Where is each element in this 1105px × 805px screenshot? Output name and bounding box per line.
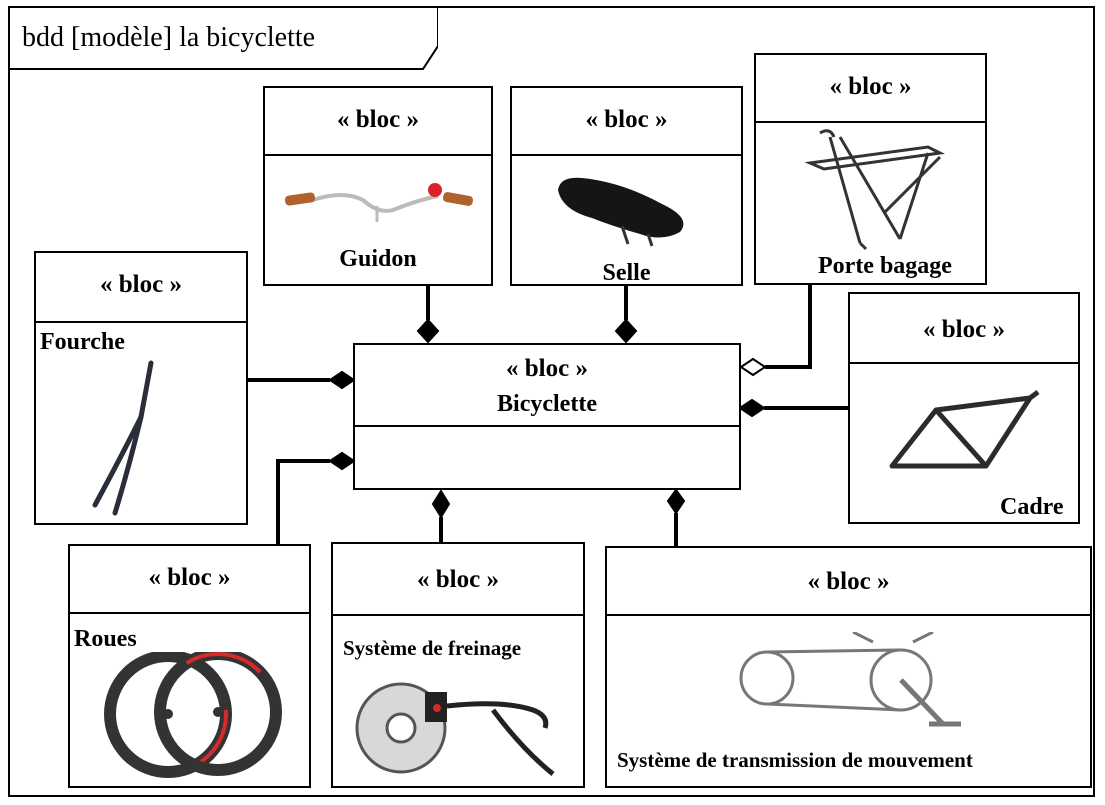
composition-diamond-transmission: [666, 488, 686, 515]
block-transmission-name: Système de transmission de mouvement: [617, 748, 973, 772]
block-transmission: « bloc » Système de transmission de mouv…: [605, 546, 1092, 788]
block-cadre-header: [850, 294, 1078, 364]
composition-diamond-roues: [328, 451, 356, 471]
composition-diamond-freinage: [431, 489, 451, 519]
composition-diamond-guidon: [416, 318, 440, 344]
stereotype-label: « bloc »: [100, 271, 182, 298]
block-roues-name: Roues: [74, 626, 137, 652]
stereotype-label: « bloc »: [807, 568, 890, 595]
stereotype-label: « bloc »: [417, 566, 499, 593]
diagram-frame: [8, 6, 1095, 797]
brake-system-image: [355, 682, 555, 776]
stereotype-label: « bloc »: [506, 355, 588, 382]
aggregation-diamond-porte-bagage: [739, 357, 767, 377]
frame-label: bdd [modèle] la bicyclette: [8, 6, 438, 70]
stereotype-label: « bloc »: [829, 73, 912, 100]
wheels-image: [104, 652, 282, 778]
block-bicyclette-header: [355, 345, 739, 427]
composition-diamond-cadre: [738, 398, 766, 418]
block-freinage-name: Système de freinage: [343, 636, 522, 660]
block-guidon-name: Guidon: [339, 246, 417, 272]
stereotype-label: « bloc »: [337, 106, 419, 133]
block-transmission-header: [607, 548, 1090, 616]
saddle-image: [558, 177, 684, 247]
block-cadre-name: Cadre: [1000, 494, 1064, 520]
frame-label-tab: [8, 6, 438, 70]
block-fourche-name: Fourche: [40, 329, 125, 355]
block-porte-bagage-name: Porte bagage: [818, 253, 952, 279]
composition-diamond-fourche: [328, 370, 356, 390]
frame-image: [889, 390, 1040, 469]
block-selle-name: Selle: [602, 260, 651, 286]
stereotype-label: « bloc »: [923, 316, 1005, 343]
block-selle-header: [512, 88, 741, 156]
block-roues-header: [70, 546, 309, 614]
block-roues: « bloc » Roues: [68, 544, 311, 788]
block-bicyclette-name: Bicyclette: [497, 391, 597, 417]
block-porte-bagage: « bloc » Porte bagage: [754, 53, 987, 285]
link-porte-bagage: [765, 285, 812, 369]
fork-image: [92, 360, 154, 516]
drivetrain-image: [739, 632, 961, 727]
diagram-title: bdd [modèle] la bicyclette: [22, 22, 316, 53]
block-guidon-header: [265, 88, 491, 156]
block-freinage: « bloc » Système de freinage: [331, 542, 585, 788]
handlebar-image: [284, 183, 474, 222]
block-selle: « bloc » Selle: [510, 86, 743, 286]
link-roues: [276, 459, 330, 545]
block-guidon: « bloc » Guidon: [263, 86, 493, 286]
block-porte-bagage-header: [756, 55, 985, 123]
block-cadre: « bloc » Cadre: [848, 292, 1080, 524]
block-freinage-header: [333, 544, 583, 616]
composition-diamond-selle: [614, 318, 638, 344]
stereotype-label: « bloc »: [148, 564, 231, 591]
luggage-rack-image: [804, 129, 946, 251]
block-bicyclette: « bloc » Bicyclette: [353, 343, 741, 490]
block-fourche: « bloc » Fourche: [34, 251, 248, 525]
block-fourche-header: [36, 253, 246, 323]
stereotype-label: « bloc »: [585, 106, 668, 133]
